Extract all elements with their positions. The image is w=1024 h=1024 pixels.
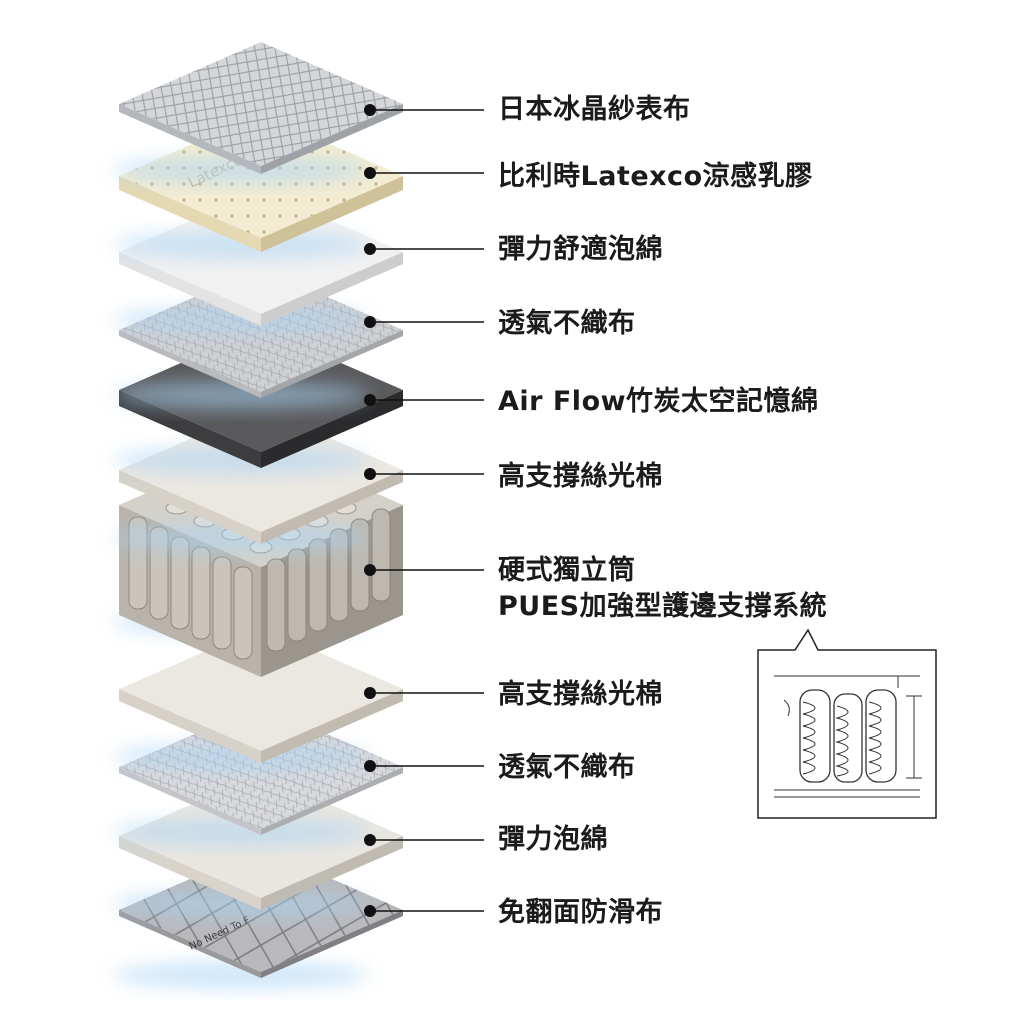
layer-glow	[113, 156, 369, 184]
spring-pocket	[149, 526, 169, 620]
layer-side-left	[119, 176, 261, 252]
layer-side-left	[119, 689, 261, 763]
layer-glow	[113, 381, 369, 409]
layer-side-left	[119, 836, 261, 910]
spring-pocket	[308, 538, 328, 632]
spring-pocket	[212, 556, 232, 650]
layer-side-right	[261, 176, 403, 252]
layer-side-right	[261, 330, 403, 398]
layer-label-3: 透氣不織布	[498, 308, 636, 339]
layer-glow	[113, 446, 369, 474]
layer-side-left	[119, 252, 261, 326]
layer-cool-yarn-cover	[113, 42, 403, 184]
layer-label-6-line2: PUES加強型護邊支撐系統	[498, 591, 828, 622]
layer-side-right	[261, 252, 403, 326]
spring-pocket	[191, 546, 211, 640]
spring-edge-detail-icon	[757, 628, 937, 819]
layer-nonwoven-bottom	[113, 705, 403, 846]
layer-silk-cotton-top	[113, 408, 403, 552]
layer-silk-cotton-bottom	[113, 627, 403, 771]
spring-pocket	[266, 558, 286, 652]
layer-side-right	[261, 470, 403, 544]
leader-dot	[364, 104, 376, 116]
layer-glow	[113, 818, 369, 846]
leader-dot	[364, 468, 376, 480]
leader-dot	[364, 394, 376, 406]
layer-side-right	[261, 104, 403, 174]
leader-lines	[364, 104, 484, 917]
leader-dot	[364, 905, 376, 917]
layer-label-9: 彈力泡綿	[498, 824, 608, 855]
spring-pocket	[287, 548, 307, 642]
layer-texture	[119, 42, 403, 166]
layer-label-4: Air Flow竹炭太空記憶綿	[498, 386, 819, 417]
layer-label-7: 高支撐絲光棉	[498, 679, 663, 710]
leader-dot	[364, 760, 376, 772]
layer-side-left	[119, 330, 261, 398]
layer-label-8: 透氣不織布	[498, 752, 636, 783]
layer-label-10: 免翻面防滑布	[498, 897, 663, 928]
layer-side-right	[261, 910, 403, 978]
layer-side-right	[261, 767, 403, 835]
leader-dot	[364, 834, 376, 846]
layer-stack: No Need To FLatexco	[113, 42, 403, 989]
layer-side-left	[119, 767, 261, 835]
layer-glow	[113, 306, 369, 334]
leader-dot	[364, 687, 376, 699]
layer-label-6-line1: 硬式獨立筒	[498, 555, 636, 586]
layer-side-left	[119, 470, 261, 544]
leader-dot	[364, 167, 376, 179]
layer-side-left	[119, 390, 261, 468]
layer-side-right	[261, 836, 403, 910]
layer-side-left	[119, 910, 261, 978]
layer-side-right	[261, 390, 403, 468]
spring-pocket	[233, 566, 253, 660]
layer-label-1: 比利時Latexco涼感乳膠	[498, 161, 813, 192]
layer-glow	[113, 890, 369, 918]
layer-label-2: 彈力舒適泡綿	[498, 234, 663, 265]
layer-glow	[113, 961, 369, 989]
layer-glow	[113, 524, 369, 552]
layer-glow	[113, 743, 369, 771]
layer-label-5: 高支撐絲光棉	[498, 461, 663, 492]
spring-pocket	[170, 536, 190, 630]
leader-dot	[364, 564, 376, 576]
leader-dot	[364, 243, 376, 255]
layer-glow	[113, 231, 369, 259]
layer-side-left	[119, 104, 261, 174]
layer-label-0: 日本冰晶紗表布	[498, 94, 691, 125]
spring-pocket	[329, 528, 349, 622]
leader-dot	[364, 316, 376, 328]
layer-top	[119, 627, 403, 751]
layer-label-6: 硬式獨立筒 PUES加強型護邊支撐系統	[498, 553, 827, 625]
layer-side-right	[261, 689, 403, 763]
spring-pocket	[371, 508, 391, 602]
